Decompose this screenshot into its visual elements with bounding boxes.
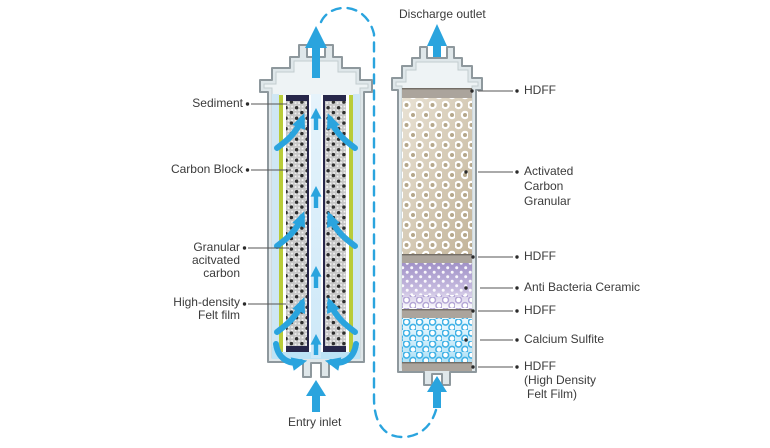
label-high-density-felt-film: High-density Felt film xyxy=(173,296,240,322)
hdff-band xyxy=(402,88,472,98)
hdff-band xyxy=(402,309,472,318)
label-discharge-outlet: Discharge outlet xyxy=(399,7,486,21)
label-line: Felt film xyxy=(198,308,240,322)
label-hdff-mid2: HDFF xyxy=(524,303,556,317)
label-line: Carbon xyxy=(524,179,564,193)
leader-dots xyxy=(242,89,519,369)
right-cartridge xyxy=(391,24,483,408)
tube-wall xyxy=(307,95,309,352)
ceramic-dots xyxy=(402,263,472,295)
sediment-layer xyxy=(279,95,283,352)
label-sediment: Sediment xyxy=(192,96,243,110)
label-line: Granular xyxy=(524,194,571,208)
hdff-band xyxy=(402,254,472,263)
label-line: carbon xyxy=(203,266,240,280)
label-hdff-top: HDFF xyxy=(524,83,556,97)
water-gap-left xyxy=(272,94,279,352)
sediment-layer xyxy=(349,95,353,352)
label-line: High-density xyxy=(173,295,240,309)
label-line: (High Density xyxy=(524,373,597,387)
entry-inlet-arrow xyxy=(306,380,326,412)
label-anti-bacteria-ceramic: Anti Bacteria Ceramic xyxy=(524,280,641,294)
hdff-band-edge xyxy=(402,254,472,256)
felt-film-layer xyxy=(283,95,286,352)
channel-up-arrows xyxy=(310,108,322,355)
label-granular-activated-carbon: Granular acitvated carbon xyxy=(192,241,240,280)
label-calcium-sulfite: Calcium Sulfite xyxy=(524,332,605,346)
hdff-band xyxy=(402,362,472,371)
label-entry-inlet: Entry inlet xyxy=(288,415,342,429)
left-outlet-arrow xyxy=(305,26,327,78)
label-hdff-mid1: HDFF xyxy=(524,249,556,263)
granular-pattern xyxy=(402,98,472,254)
leader-lines xyxy=(248,90,513,368)
label-line: HDFF xyxy=(524,359,556,373)
ceramic-rings xyxy=(402,295,472,309)
right-inlet-arrow xyxy=(427,376,447,408)
label-line: acitvated xyxy=(191,253,240,267)
discharge-outlet-arrow xyxy=(427,24,447,57)
flow-swooshes xyxy=(273,113,359,371)
water-gap-right xyxy=(353,94,360,352)
felt-film-layer xyxy=(346,95,349,352)
label-carbon-block: Carbon Block xyxy=(170,162,243,176)
label-line: Felt Film) xyxy=(527,387,577,401)
center-channel xyxy=(311,94,321,358)
flow-dashed-path xyxy=(319,6,438,439)
label-line: Granular xyxy=(193,240,240,254)
column-end-caps xyxy=(286,95,346,352)
hdff-band-edge xyxy=(402,309,472,311)
left-cartridge xyxy=(259,26,373,412)
calcium-pattern xyxy=(402,318,472,362)
tube-wall xyxy=(321,95,323,352)
tube-wall xyxy=(323,95,325,352)
hdff-band-edge xyxy=(402,88,472,90)
label-hdff-bottom: HDFF (High Density Felt Film) xyxy=(524,359,596,401)
hdff-band-edge xyxy=(402,362,472,364)
label-line: Activated xyxy=(524,164,574,178)
tube-wall xyxy=(309,95,311,352)
label-activated-carbon-granular: Activated Carbon Granular xyxy=(524,164,573,209)
